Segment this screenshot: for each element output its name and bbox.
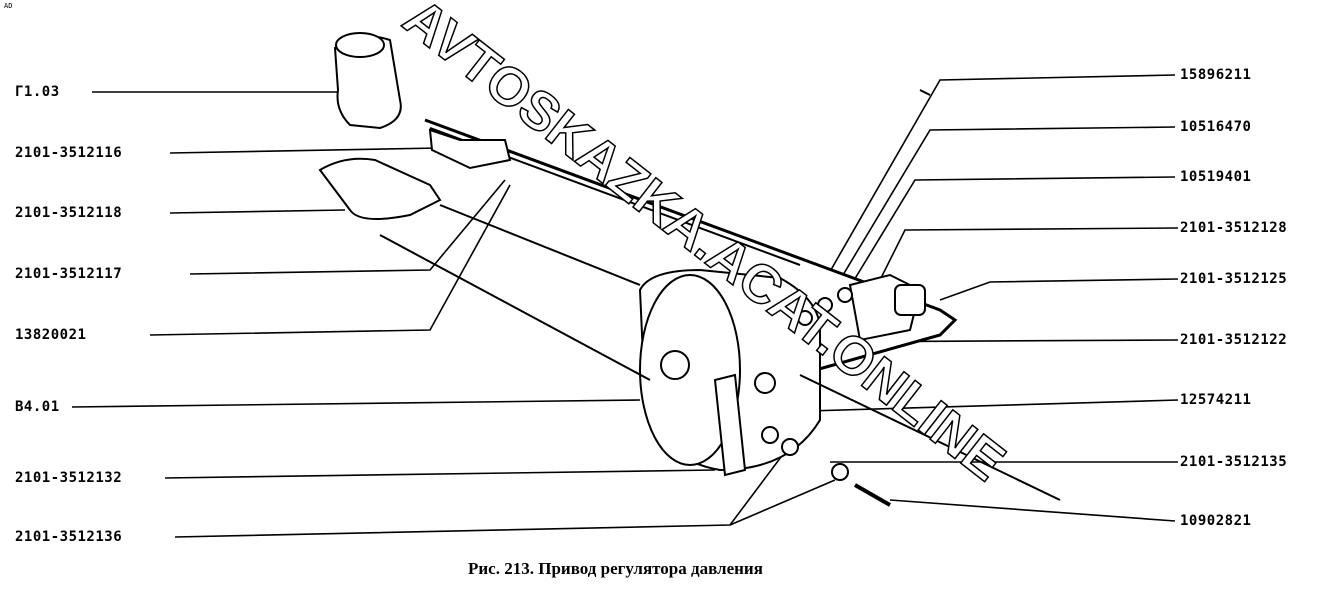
- boot: [318, 157, 442, 220]
- parts-drawing: [318, 32, 1061, 507]
- regulator-top: [335, 32, 385, 58]
- right-label: 2101-3512128: [1180, 220, 1288, 236]
- bushing-a: [754, 372, 776, 394]
- right-label: 12574211: [1180, 392, 1252, 408]
- corner-mark: AD: [4, 2, 13, 10]
- nut-d: [761, 426, 779, 444]
- right-label: 15896211: [1180, 67, 1252, 83]
- leader-10902821: [889, 499, 1176, 522]
- right-label: 2101-3512122: [1180, 332, 1288, 348]
- torsion-rod: [424, 118, 958, 382]
- right-label: 2101-3512125: [1180, 271, 1288, 287]
- leader-10519401: [844, 176, 1176, 296]
- nut-c: [837, 287, 853, 303]
- figure-caption: Рис. 213. Привод регулятора давления: [468, 559, 763, 578]
- leader-116: [169, 147, 441, 154]
- right-label: 10902821: [1180, 513, 1252, 529]
- left-label: 13820021: [15, 327, 87, 343]
- nut-f: [831, 463, 849, 481]
- leader-10516470: [824, 126, 1176, 306]
- nut-b: [817, 297, 833, 313]
- left-label: 2101-3512132: [15, 470, 123, 486]
- left-label: 2101-3512118: [15, 205, 123, 221]
- axle-flange: [639, 274, 741, 466]
- bracket-plate: [428, 128, 512, 170]
- right-label: 10519401: [1180, 169, 1252, 185]
- leader-117: [189, 179, 506, 275]
- leader-lines: [71, 74, 1179, 538]
- axle-hole: [660, 350, 690, 380]
- left-label: 2101-3512117: [15, 266, 123, 282]
- leader-128: [879, 227, 1179, 281]
- leader-13820021: [149, 184, 511, 336]
- link-arm: [713, 373, 747, 477]
- bolt: [854, 483, 891, 507]
- left-label: В4.01: [15, 399, 60, 415]
- right-label: 2101-3512135: [1180, 454, 1288, 470]
- axle-line: [379, 204, 1061, 501]
- leader-12574211: [774, 399, 1179, 413]
- left-label: 2101-3512136: [15, 529, 123, 545]
- leader-15896211: [804, 74, 1176, 316]
- leader-132: [164, 469, 716, 479]
- left-label: Г1.03: [15, 84, 60, 100]
- bushing: [894, 284, 926, 316]
- leader-125: [939, 278, 1179, 301]
- leader-136b: [729, 479, 836, 526]
- left-label: 2101-3512116: [15, 145, 123, 161]
- right-label: 10516470: [1180, 119, 1252, 135]
- nut-a: [797, 310, 813, 326]
- leader-118: [169, 209, 346, 214]
- nut-e: [781, 438, 799, 456]
- leader-b401: [71, 399, 641, 408]
